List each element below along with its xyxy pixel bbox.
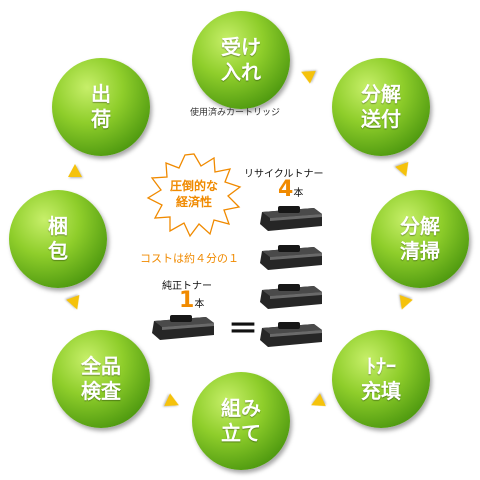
- burst-line1: 圧倒的な: [169, 179, 218, 193]
- flow-arrow-icon: [164, 393, 182, 412]
- burst-text: 圧倒的な 経済性: [158, 178, 230, 210]
- step-inspect: 全品検査: [52, 330, 150, 428]
- toner-cartridge-icon: [152, 315, 214, 340]
- step-disassemble: 分解送付: [332, 58, 430, 156]
- flow-arrow-icon: [395, 161, 413, 180]
- starburst-icon: [146, 153, 242, 238]
- step-inspect-line1: 全品: [81, 354, 121, 378]
- step-receive: 受け入れ: [192, 11, 290, 109]
- recycled-toner-quantity: 4本: [278, 177, 303, 202]
- step-receive-line1: 受け: [221, 35, 261, 59]
- equals-sign: ＝: [228, 312, 258, 347]
- step-clean-line1: 分解: [400, 214, 440, 238]
- step-disassemble-line2: 送付: [361, 107, 401, 131]
- toner-cartridge-icon: [260, 322, 322, 347]
- step-disassemble-line1: 分解: [361, 82, 401, 106]
- step-pack-line1: 梱: [48, 214, 68, 238]
- step-assemble: 組み立て: [192, 372, 290, 470]
- flow-arrow-icon: [298, 65, 316, 84]
- toner-cartridge-icon: [260, 206, 322, 231]
- toner-cartridge-icon: [260, 284, 322, 309]
- step-ship: 出荷: [52, 58, 150, 156]
- flow-arrow-icon: [68, 164, 82, 177]
- step-ship-line2: 荷: [91, 107, 111, 131]
- genuine-toner-count: 1: [179, 288, 195, 313]
- step-clean: 分解清掃: [371, 190, 469, 288]
- used-cartridge-caption: 使用済みカートリッジ: [190, 108, 281, 118]
- flow-arrow-icon: [395, 294, 413, 313]
- step-fill: ﾄﾅｰ充填: [332, 330, 430, 428]
- flow-arrow-icon: [66, 294, 84, 313]
- step-pack: 梱包: [9, 190, 107, 288]
- recycled-toner-count: 4: [278, 177, 294, 202]
- step-inspect-line2: 検査: [81, 379, 121, 403]
- genuine-toner-unit: 本: [194, 299, 205, 310]
- flow-arrow-icon: [308, 393, 326, 412]
- genuine-toner-name: 純正トナー: [162, 281, 212, 292]
- recycled-toner-unit: 本: [293, 188, 304, 199]
- step-receive-line2: 入れ: [221, 60, 261, 84]
- cost-ratio-text: コストは約４分の１: [140, 252, 239, 265]
- step-assemble-line1: 組み: [221, 396, 261, 420]
- step-clean-line2: 清掃: [400, 239, 440, 263]
- toner-cartridge-icon: [260, 245, 322, 270]
- burst-line2: 経済性: [175, 195, 212, 209]
- step-fill-line2: 充填: [361, 379, 401, 403]
- step-fill-line1: ﾄﾅｰ: [366, 354, 396, 378]
- step-pack-line2: 包: [48, 239, 68, 263]
- genuine-toner-quantity: 1本: [179, 288, 204, 313]
- recycled-toner-name: リサイクルトナー: [244, 169, 324, 180]
- step-assemble-line2: 立て: [221, 421, 261, 445]
- step-ship-line1: 出: [91, 82, 111, 106]
